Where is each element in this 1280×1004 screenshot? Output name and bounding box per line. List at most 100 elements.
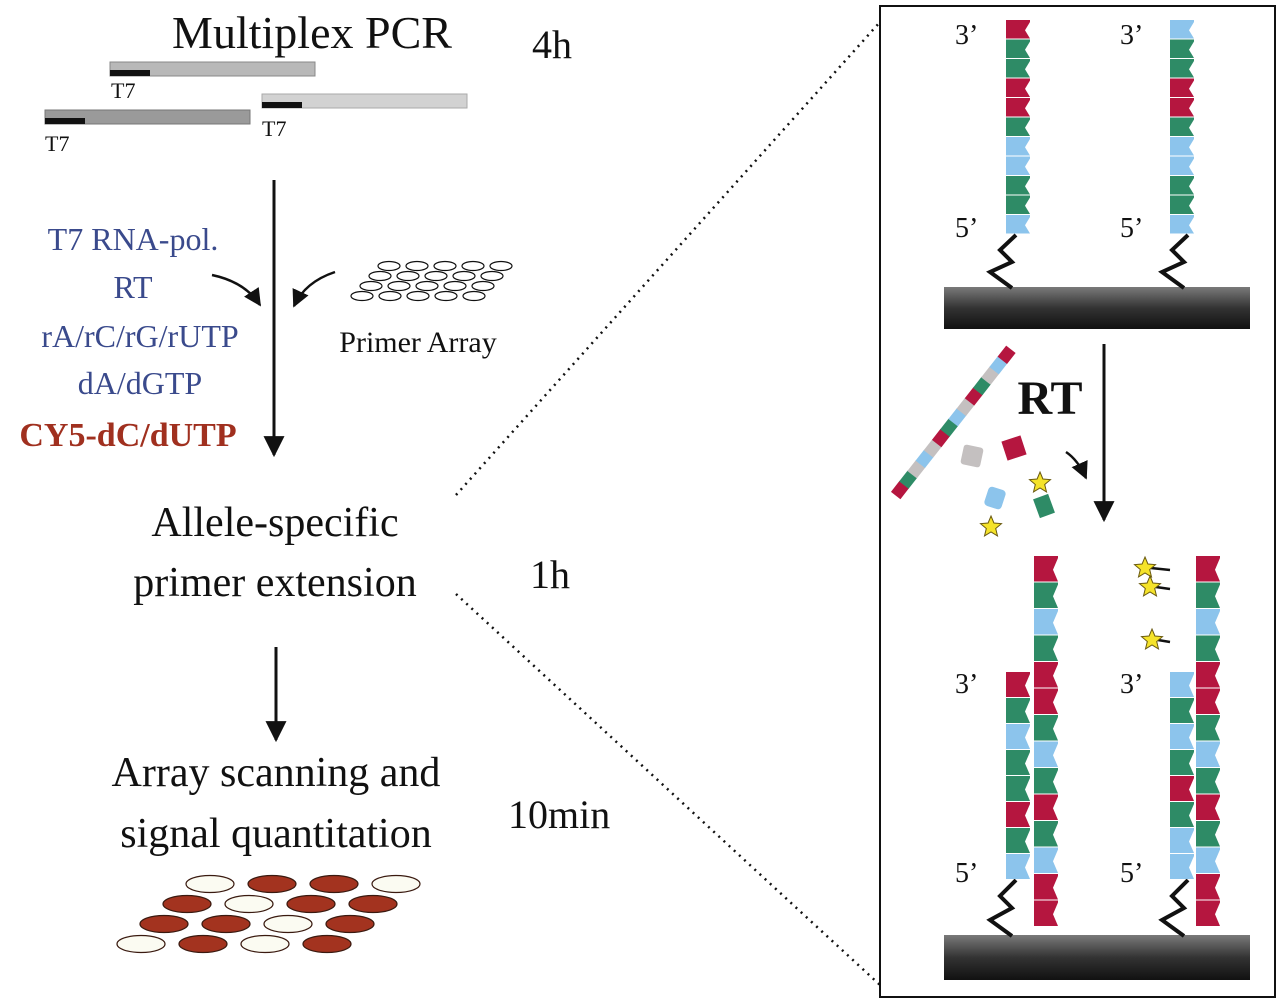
nucleotide-notch: [1025, 61, 1030, 78]
nucleotide-notch: [1189, 139, 1194, 156]
t7-label-left: T7: [45, 131, 69, 156]
nucleotide-block: [1170, 117, 1194, 136]
nucleotide-notch: [1215, 717, 1220, 741]
primer-spot: [434, 290, 458, 302]
nucleotide-block: [1006, 39, 1030, 58]
nucleotide-notch: [1053, 558, 1058, 582]
nucleotide-notch: [1053, 796, 1058, 820]
nucleotide-notch: [1053, 584, 1058, 608]
array-spot-signal: [325, 914, 375, 934]
nucleotide-block: [1170, 59, 1194, 78]
label-tether: [1155, 585, 1171, 591]
array-spot-empty: [185, 874, 235, 894]
primer-strand-right: [1170, 20, 1194, 234]
nucleotide-notch: [1053, 611, 1058, 635]
nucleotide-notch: [1189, 119, 1194, 136]
nucleotide-notch: [1189, 178, 1194, 195]
nucleotide-block: [1006, 20, 1030, 39]
primer-spot: [452, 270, 476, 282]
nucleotide-notch: [1189, 80, 1194, 97]
prime3-label-top-left: 3’: [955, 20, 978, 51]
array-spot-signal: [201, 914, 251, 934]
nucleotide-notch: [1215, 849, 1220, 873]
nucleotide-block: [1006, 78, 1030, 97]
linker-zigzag: [986, 233, 1018, 290]
t7-segment: [262, 102, 302, 108]
nucleotide-block: [1170, 137, 1194, 156]
nucleotide-notch: [1025, 752, 1030, 775]
label-tether: [1157, 638, 1171, 644]
primer-spot: [462, 290, 486, 302]
free-nucleotide: [984, 486, 1006, 510]
array-spot-signal: [139, 914, 189, 934]
step2-title-line1: Allele-specific: [151, 500, 398, 546]
reagent-cy5-labeled: CY5-dC/dUTP: [19, 417, 236, 454]
free-nucleotides: [960, 435, 1055, 519]
nucleotide-notch: [1025, 674, 1030, 697]
free-nucleotide: [960, 444, 984, 468]
nucleotide-notch: [1189, 61, 1194, 78]
nucleotide-block: [1006, 98, 1030, 117]
amplicon-left: [44, 109, 251, 125]
cy5-star-icon: [1133, 555, 1157, 578]
nucleotide-notch: [1025, 178, 1030, 195]
nucleotide-block: [1170, 156, 1194, 175]
nucleotide-notch: [1215, 584, 1220, 608]
nucleotide-notch: [1025, 804, 1030, 827]
cy5-star-icon: [1028, 470, 1052, 493]
cy5-star-icon: [979, 514, 1003, 537]
t7-segment: [45, 118, 85, 124]
free-nucleotide: [1001, 435, 1027, 461]
rt-label: RT: [1018, 372, 1083, 425]
step3-title-line2: signal quantitation: [120, 811, 431, 857]
primer-strand-left-lower: [1006, 672, 1030, 879]
zoom-line-bottom: [455, 593, 881, 986]
array-spot-empty: [263, 914, 313, 934]
nucleotide-notch: [1053, 849, 1058, 873]
nucleotide-notch: [1053, 690, 1058, 714]
array-spot-signal: [309, 874, 359, 894]
t7-segment: [110, 70, 150, 76]
nucleotide-block: [1006, 137, 1030, 156]
nucleotide-notch: [1189, 856, 1194, 879]
primer-array-graphic: [350, 260, 513, 302]
nucleotide-notch: [1025, 726, 1030, 749]
primer-spot: [396, 270, 420, 282]
primer-spot: [387, 280, 411, 292]
nucleotide-notch: [1025, 830, 1030, 853]
nucleotide-block: [1006, 195, 1030, 214]
primer-spot: [424, 270, 448, 282]
nucleotide-notch: [1215, 690, 1220, 714]
nucleotide-block: [1006, 176, 1030, 195]
reagent-dntp: dA/dGTP: [78, 365, 202, 401]
nucleotide-block: [1170, 20, 1194, 39]
prime5-label-bottom-left: 5’: [955, 858, 978, 889]
nucleotide-notch: [1025, 119, 1030, 136]
step1-time: 4h: [532, 22, 572, 67]
primer-spot: [471, 280, 495, 292]
nucleotide-notch: [1215, 743, 1220, 767]
array-surface-bottom: [944, 935, 1250, 980]
array-spot-empty: [224, 894, 274, 914]
nucleotide-notch: [1053, 637, 1058, 661]
free-nucleotide: [1033, 493, 1055, 519]
reagent-rt: RT: [114, 269, 153, 305]
nucleotide-notch: [1215, 611, 1220, 635]
step2-time: 1h: [530, 552, 570, 597]
nucleotide-notch: [1025, 700, 1030, 723]
primer-spot: [443, 280, 467, 292]
array-surface-top: [944, 287, 1250, 329]
nucleotide-notch: [1025, 22, 1030, 39]
array-spot-signal: [286, 894, 336, 914]
nucleotide-notch: [1215, 558, 1220, 582]
array-spot-signal: [302, 934, 352, 954]
nucleotide-notch: [1053, 823, 1058, 847]
nucleotide-notch: [1189, 100, 1194, 117]
nucleotide-notch: [1025, 778, 1030, 801]
linker-zigzag: [986, 878, 1018, 938]
primer-join-arrow: [292, 270, 336, 308]
nucleotide-notch: [1025, 158, 1030, 175]
primer-spot: [377, 260, 401, 272]
nucleotide-notch: [1025, 139, 1030, 156]
cy5-labels: [979, 470, 1171, 650]
